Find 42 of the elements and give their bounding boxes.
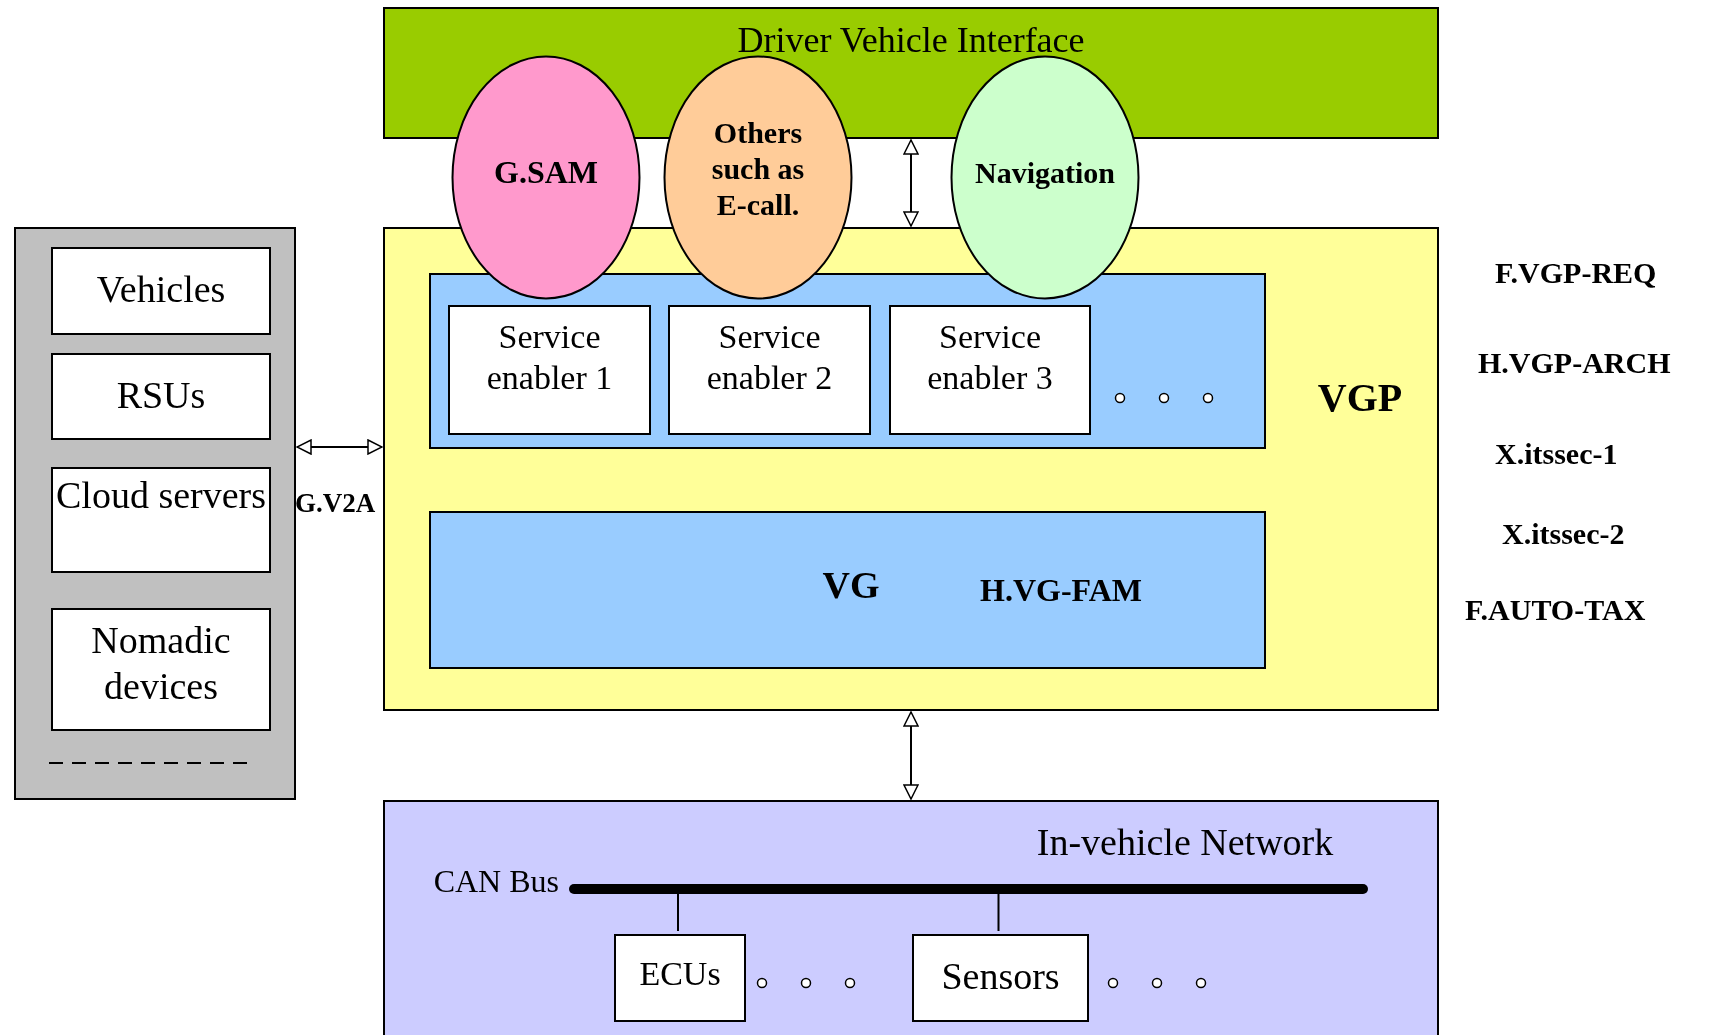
- node-label: Vehicles: [95, 267, 227, 312]
- node-label: Service enabler 3: [926, 317, 1054, 398]
- node-label: G.SAM: [493, 153, 599, 192]
- network-box: [383, 800, 1439, 1035]
- application-ellipse: [451, 55, 641, 300]
- service-enabler-box: [668, 305, 871, 435]
- node-label: VG: [821, 563, 881, 608]
- service-enabler-box: [889, 305, 1091, 435]
- entity-box: [51, 467, 271, 573]
- spec-label: X.itssec-2: [1502, 516, 1625, 552]
- entity-box: [51, 247, 271, 335]
- node-label: RSUs: [115, 373, 207, 418]
- entity-box: [51, 608, 271, 731]
- edge-label: G.V2A: [295, 487, 376, 520]
- node-label: Sensors: [940, 954, 1061, 999]
- spec-label: X.itssec-1: [1495, 436, 1618, 472]
- spec-label: H.VGP-ARCH: [1478, 345, 1671, 381]
- gateway-band: [429, 511, 1266, 669]
- bus-label: CAN Bus: [432, 862, 559, 901]
- node-label: H.VG-FAM: [979, 571, 1143, 610]
- application-ellipse: [950, 55, 1140, 300]
- node-label: Service enabler 2: [705, 317, 834, 398]
- node-label: Cloud servers: [55, 473, 267, 518]
- node-label: In-vehicle Network: [1035, 820, 1335, 865]
- node-label: VGP: [1316, 374, 1404, 422]
- device-group-panel: [14, 227, 296, 800]
- sensor-box: [912, 934, 1089, 1022]
- node-label: Service enabler 1: [485, 317, 614, 398]
- node-label: Navigation: [974, 155, 1116, 191]
- node-label: Others such as E-call.: [710, 115, 806, 223]
- entity-box: [51, 353, 271, 440]
- platform-box: [383, 227, 1439, 711]
- ecu-box: [614, 934, 746, 1022]
- enabler-band: [429, 273, 1266, 449]
- node-label: Nomadic devices: [90, 618, 232, 709]
- bus-line: [569, 884, 1368, 894]
- node-label: ECUs: [638, 954, 722, 994]
- node-label: Driver Vehicle Interface: [736, 19, 1086, 62]
- spec-label: F.VGP-REQ: [1495, 255, 1657, 291]
- application-ellipse: [663, 55, 853, 300]
- spec-label: F.AUTO-TAX: [1465, 592, 1646, 628]
- service-enabler-box: [448, 305, 651, 435]
